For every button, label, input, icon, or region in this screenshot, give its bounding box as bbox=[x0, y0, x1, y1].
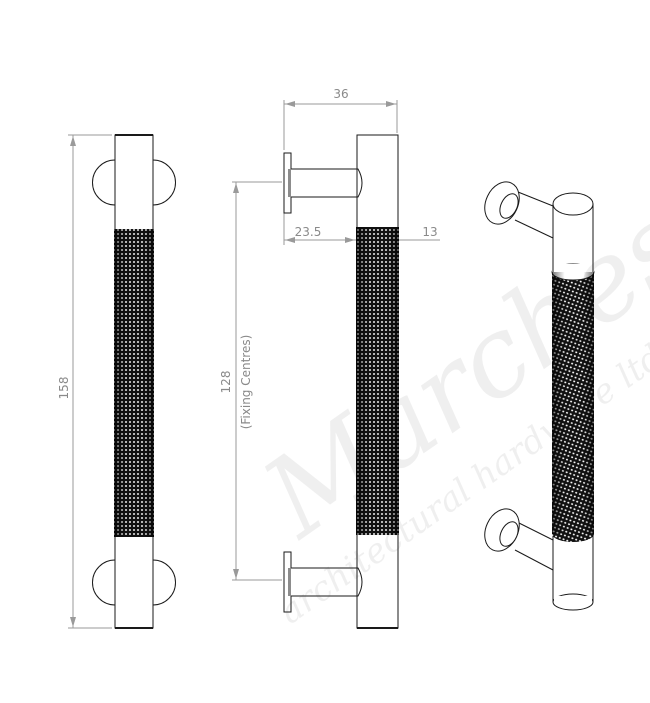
bar-diameter-label: 13 bbox=[422, 225, 437, 239]
standoff-label: 23.5 bbox=[295, 225, 322, 239]
fixing-centres-value: 128 bbox=[219, 371, 233, 394]
iso-bar-top bbox=[552, 192, 594, 216]
bottom-standoff bbox=[283, 551, 363, 613]
overall-length-dimension bbox=[68, 134, 112, 629]
front-view: 158 bbox=[57, 134, 176, 629]
overall-length-label: 158 bbox=[57, 377, 71, 400]
iso-bottom-standoff bbox=[484, 508, 554, 571]
fixing-centres-dimension bbox=[232, 181, 282, 581]
side-view: 36 23.5 13 128 (Fixing Centres) bbox=[219, 87, 440, 629]
fixing-centres-label: (Fixing Centres) bbox=[239, 335, 253, 430]
standoff-dimension bbox=[283, 213, 440, 245]
top-standoff bbox=[283, 152, 363, 214]
projection-label: 36 bbox=[333, 87, 348, 101]
iso-top-standoff bbox=[484, 181, 554, 239]
isometric-view bbox=[484, 181, 595, 611]
projection-dimension bbox=[283, 100, 398, 150]
bottom-rosette bbox=[92, 559, 116, 606]
top-rosette bbox=[92, 159, 116, 206]
